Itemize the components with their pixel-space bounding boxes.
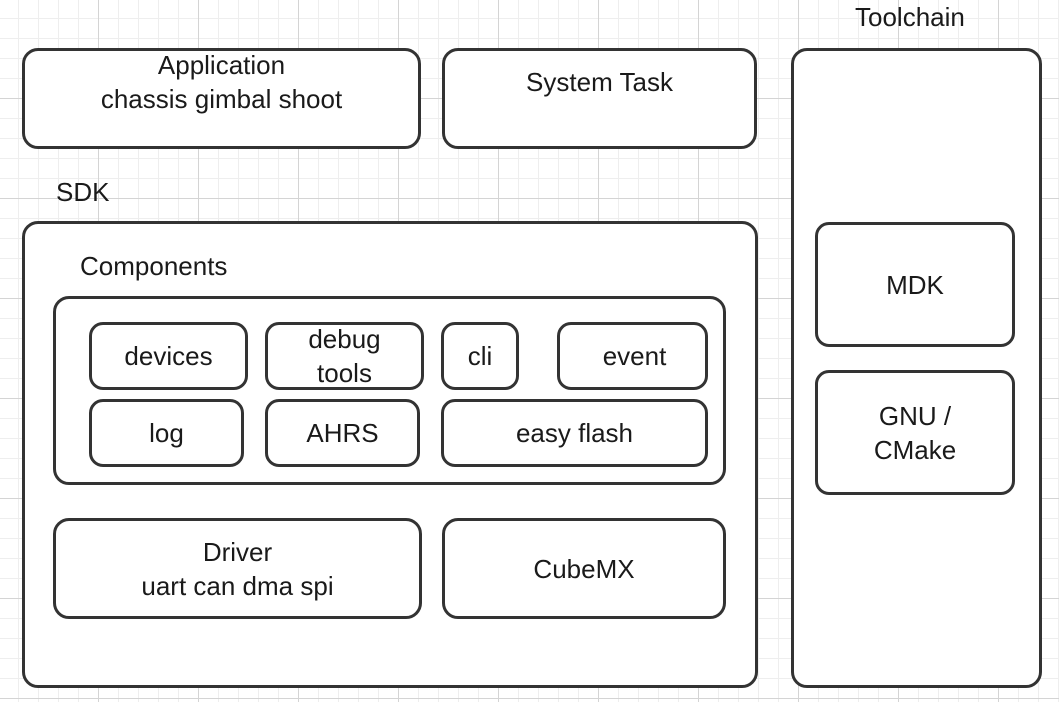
gnu-cmake-box — [815, 370, 1015, 495]
application-title: Application — [157, 50, 286, 80]
toolchain-title: Toolchain — [855, 2, 965, 32]
system-task-label: System Task — [526, 67, 673, 97]
ahrs-box — [265, 399, 420, 467]
cli-label: cli — [467, 341, 493, 371]
log-box — [89, 399, 244, 467]
application-modules: chassis gimbal shoot — [100, 84, 343, 114]
cli-box — [441, 322, 519, 390]
easy-flash-box — [441, 399, 708, 467]
devices-label: devices — [124, 341, 213, 371]
driver-label: Driver uart can dma spi — [141, 536, 334, 601]
easy-flash-label: easy flash — [515, 418, 634, 448]
ahrs-label: AHRS — [306, 418, 379, 448]
debug-tools-label: debug tools — [308, 324, 381, 388]
components-title: Components — [80, 251, 228, 281]
event-label: event — [602, 341, 667, 371]
application-box — [22, 48, 421, 149]
cubemx-box — [442, 518, 726, 619]
sdk-title: SDK — [56, 177, 110, 207]
mdk-label: MDK — [886, 269, 944, 300]
debug-tools-box — [265, 322, 424, 390]
system-task-box — [442, 48, 757, 149]
mdk-box — [815, 222, 1015, 347]
toolchain-box — [791, 48, 1042, 688]
event-box — [557, 322, 708, 390]
log-label: log — [149, 418, 184, 448]
application-label: Application chassis gimbal shoot — [22, 48, 421, 149]
driver-box — [53, 518, 422, 619]
gnu-cmake-label: GNU / CMake — [873, 400, 957, 465]
devices-box — [89, 322, 248, 390]
cubemx-label: CubeMX — [533, 553, 635, 584]
